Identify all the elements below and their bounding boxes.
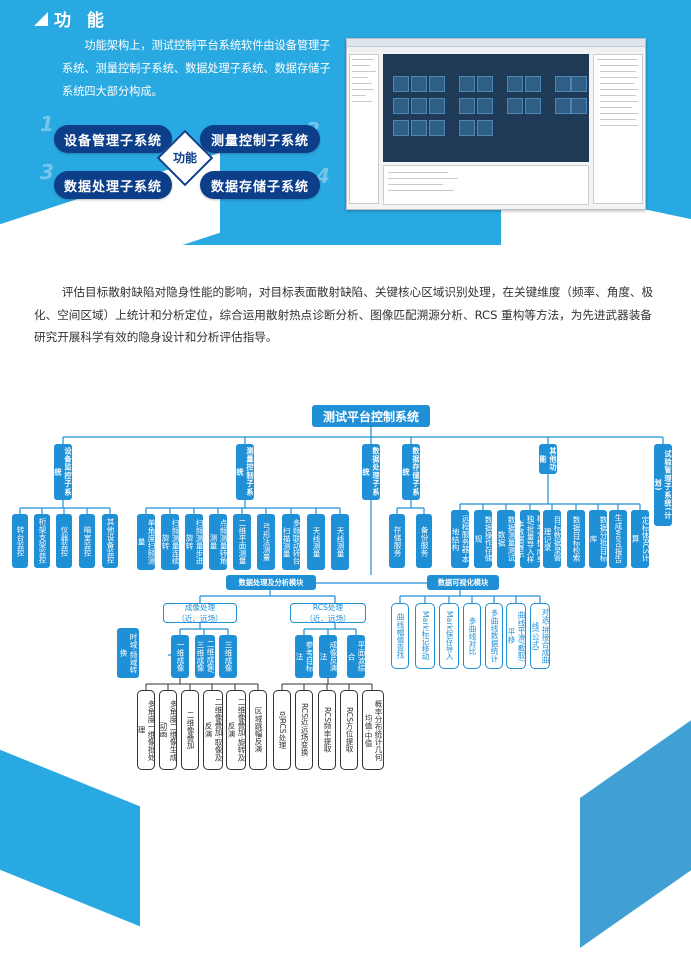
vis-item-5: 曲线平滑/截取/平移 [506, 603, 526, 669]
rcs-leaf-1: RCS近远场变换 [295, 690, 313, 770]
img-leaf-2: 二维像叠加 [181, 690, 199, 770]
diagram-connectors [19, 427, 664, 690]
pill-device: 设备管理子系统 [54, 125, 172, 153]
leaf-storage-1: 备份服务 [416, 514, 432, 568]
analysis-paragraph: 评估目标散射缺陷对隐身性能的影响，对目标表面散射缺陷、关键核心区域识别处理，在关… [34, 285, 654, 344]
rcs-sub-1: 成像反演法 [319, 635, 338, 678]
pill-process: 数据处理子系统 [54, 171, 172, 199]
img-sub-1: 二维成像/三维成像 [195, 635, 215, 678]
img-leaf-3: 二维像叠加·取像及反演 [203, 690, 223, 770]
leaf-device-1: 桁架支架监控 [34, 514, 50, 568]
rcs-leaf-3: RCS方位提取 [340, 690, 358, 770]
pill-storage: 数据存储子系统 [200, 171, 320, 199]
node-trial: 试验管理子系统(计划) [654, 444, 673, 526]
vis-item-1: Mark标记移动 [415, 603, 435, 669]
rcs-leaf-4: 概率分布统计几何均值·中值 [362, 690, 384, 770]
leaf-other-2: 数据测量测试数据 [497, 510, 516, 568]
leaf-other-3: 样本分析/库单独/批量导入样本数据展示 [516, 510, 545, 568]
leaf-device-0: 转台监控 [12, 514, 28, 568]
node-other: 其他功能 [539, 444, 558, 474]
rcs-leaf-0: 总RCS处理 [273, 690, 291, 770]
section-title: 功 能 [34, 6, 109, 31]
leaf-measure-2: 扫频测量步进旋转 [185, 514, 204, 570]
leaf-other-8: 定标体RCS计算 [631, 510, 650, 568]
img-sub-0: 一维成像 [171, 635, 189, 678]
leaf-device-4: 其他设备监控 [102, 514, 118, 568]
leaf-device-2: 仪器监控 [56, 514, 72, 568]
node-process: 数据处理子系统 [362, 444, 381, 500]
vis-item-0: 曲线幅值查找 [391, 603, 409, 669]
pill-measure: 测量控制子系统 [200, 125, 320, 153]
leaf-measure-3: 点频测量转角测量 [209, 514, 228, 570]
leaf-measure-1: 扫频测量连续旋转 [161, 514, 180, 570]
diagram-root: 测试平台控制系统 [312, 405, 430, 427]
software-screenshot [346, 38, 646, 210]
img-sub-2: 三维成像 [219, 635, 237, 678]
triangle-icon [34, 11, 48, 26]
leaf-device-3: 暗室监控 [79, 514, 95, 568]
rcs-processing: RCS处理 （近、远场） [290, 603, 366, 623]
leaf-measure-4: 二维平面测量 [233, 514, 251, 570]
leaf-other-0: 远程服务器·本地结构 [451, 510, 470, 568]
module-process: 数据处理及分析模块 [226, 575, 316, 590]
num-1: 1 [40, 112, 54, 136]
imaging-processing: 成像处理 （近、远场） [163, 603, 237, 623]
rcs-sub-2: 平面波综合 [347, 635, 366, 678]
feature-banner: 功 能 功能架构上，测试控制平台系统软件由设备管理子系统、测量控制子系统、数据处… [0, 0, 691, 245]
leaf-other-5: 数据目标检索 [567, 510, 585, 568]
leaf-other-1: 数据操作存储规 [474, 510, 493, 568]
leaf-storage-0: 存储服务 [389, 514, 405, 568]
screenshot-workspace [383, 54, 589, 162]
node-device: 设备监控子系统 [54, 444, 73, 500]
leaf-measure-5: 弓形法测量 [257, 514, 275, 570]
leaf-measure-7: 天线测量 [307, 514, 325, 570]
leaf-measure-0: 单角度扫频测量 [137, 514, 156, 570]
vis-item-3: 多曲线对比 [463, 603, 481, 669]
intro-text: 功能架构上，测试控制平台系统软件由设备管理子系统、测量控制子系统、数据处理子系统… [62, 39, 331, 98]
img-leaf-0: 多角度一维像批处理 [137, 690, 156, 770]
num-3: 3 [40, 160, 54, 184]
vis-item-4: 多曲线数据统计 [485, 603, 503, 669]
rcs-sub-0: 参考目标法 [295, 635, 314, 678]
vis-item-6: 对选·拼接合成曲线(公式) [530, 603, 550, 669]
leaf-other-7: 生成word报告 [609, 510, 627, 568]
vis-item-2: Mark保存导入 [439, 603, 459, 669]
img-leaf-1: 多角度二维像生成动画 [159, 690, 178, 770]
module-visual: 数据可视化模块 [427, 575, 499, 590]
leaf-other-6: 数据分批目标库 [589, 510, 608, 568]
leaf-other-4: 目标数据录管理记录 [543, 510, 562, 568]
node-measure: 测量控制子系统 [236, 444, 255, 500]
leaf-measure-8: 天线测量 [331, 514, 349, 570]
img-leaf-5: 区域跳幅反演 [249, 690, 267, 770]
time-freq-conv: 时域·频域转换 [117, 628, 139, 678]
leaf-measure-6: 多频联动转台扫描测量 [282, 514, 301, 570]
img-leaf-4: 二维像叠加·旋转及反演 [226, 690, 246, 770]
hub-label: 功能 [172, 151, 197, 165]
rcs-leaf-2: RCS频率提取 [318, 690, 336, 770]
node-storage: 数据存储子系统 [402, 444, 421, 500]
